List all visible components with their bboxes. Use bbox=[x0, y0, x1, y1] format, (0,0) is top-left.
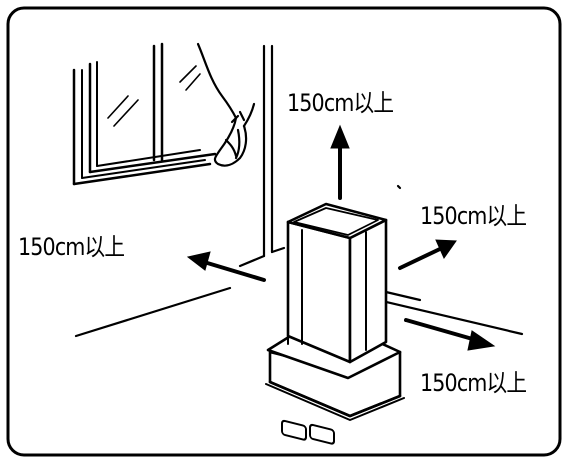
clearance-label-bottom-right: 150cm以上 bbox=[420, 369, 527, 397]
arrow-bottom-right-head bbox=[467, 330, 496, 351]
clearance-label-left: 150cm以上 bbox=[18, 233, 125, 261]
heater-body-front bbox=[286, 220, 352, 364]
room-lines bbox=[74, 44, 524, 338]
arrow-bottom-right bbox=[404, 318, 478, 342]
curtain bbox=[196, 42, 256, 167]
heater-top bbox=[286, 202, 388, 240]
clearance-arrows bbox=[186, 124, 496, 351]
control-panel-left bbox=[281, 419, 307, 441]
window bbox=[72, 42, 217, 186]
clearance-label-right: 150cm以上 bbox=[420, 202, 527, 230]
arrow-left-head bbox=[186, 251, 211, 271]
diagram-frame bbox=[6, 6, 562, 457]
heater-body-side bbox=[348, 218, 388, 364]
clearance-label-top: 150cm以上 bbox=[287, 89, 394, 117]
arrow-left bbox=[202, 260, 266, 282]
heater-unit bbox=[265, 202, 405, 445]
arrow-right bbox=[398, 246, 444, 270]
arrow-up-head bbox=[330, 124, 350, 149]
control-panel-right bbox=[309, 423, 335, 445]
arrow-right-head bbox=[435, 239, 457, 260]
